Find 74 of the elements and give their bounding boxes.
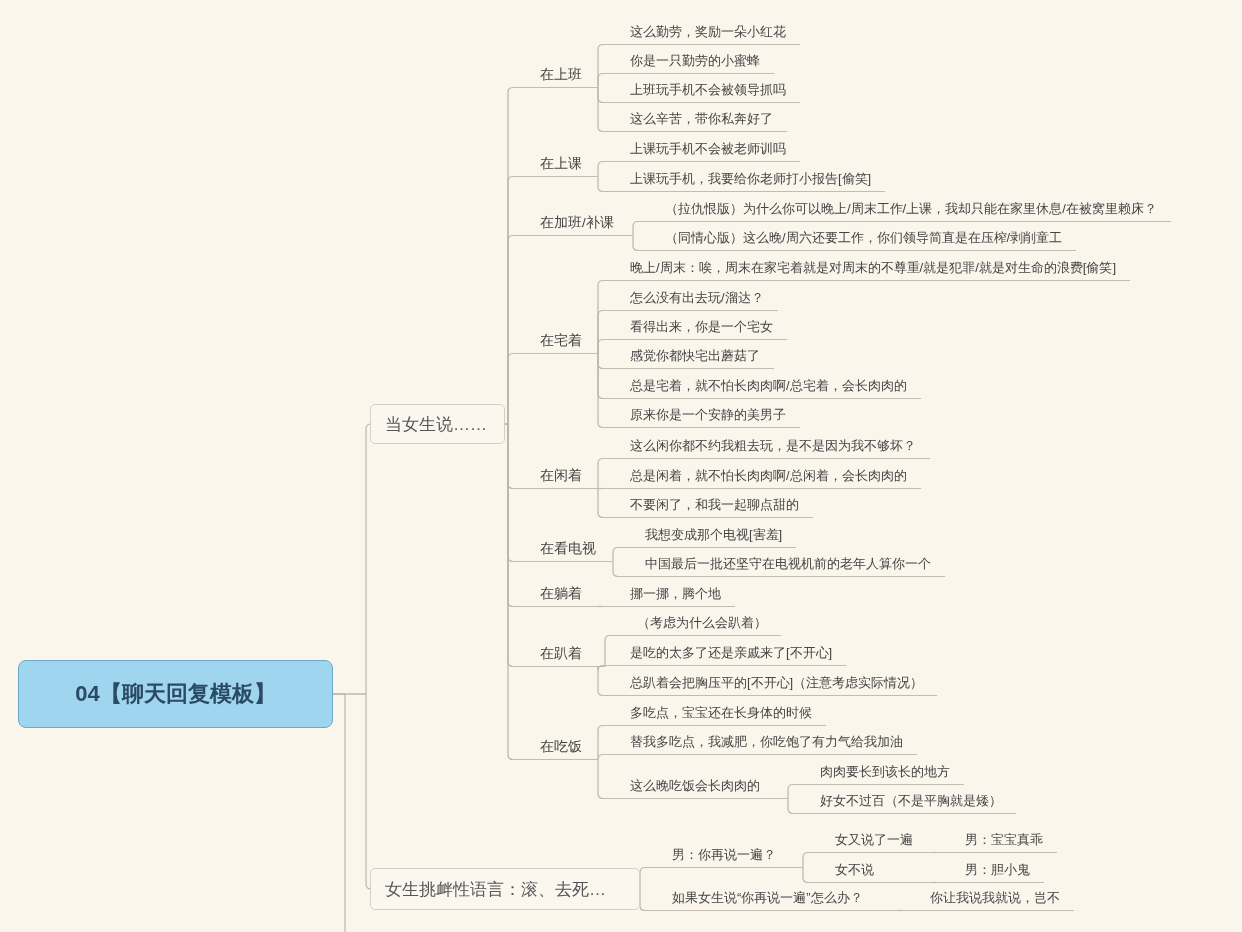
underlined-topic: 如果女生说“你再说一遍”怎么办？: [644, 886, 898, 911]
underlined-topic: 替我多吃点，我减肥，你吃饱了有力气给我加油: [602, 730, 917, 755]
topic-box: 女生挑衅性语言：滚、去死…: [370, 868, 640, 910]
underlined-topic: 原来你是一个安静的美男子: [602, 403, 800, 428]
branch-line: [597, 352, 604, 429]
branch-line: [897, 909, 903, 912]
underlined-topic: 你让我说我就说，岂不: [902, 886, 1074, 911]
branch-line: [612, 560, 619, 578]
branch-line: [597, 175, 604, 193]
branch-line: [802, 851, 809, 869]
branch-line: [597, 753, 604, 761]
underlined-topic: 挪一挪，腾个地: [602, 582, 735, 607]
branch-line: [632, 220, 639, 237]
underlined-topic: 晚上/周末：唉，周末在家宅着就是对周末的不尊重/就是犯罪/就是对生命的浪费[偷笑]: [602, 256, 1131, 281]
branch-line: [597, 758, 604, 800]
underlined-topic: 好女不过百（不是平胸就是矮）: [792, 789, 1016, 814]
underlined-topic: 男：宝宝真乖: [937, 828, 1057, 853]
branch-line: [612, 546, 619, 563]
branch-line: [597, 487, 603, 490]
underlined-topic: 多吃点，宝宝还在长身体的时候: [602, 701, 826, 726]
underlined-topic: 总是宅着，就不怕长肉肉啊/总宅着，会长肉肉的: [602, 374, 921, 399]
underlined-topic: 在宅着: [512, 329, 598, 354]
underlined-topic: 不要闲了，和我一起聊点甜的: [602, 493, 813, 518]
underlined-topic: 在闲着: [512, 464, 598, 489]
branch-line: [597, 457, 604, 490]
underlined-topic: 中国最后一批还坚守在电视机前的老年人算你一个: [617, 552, 945, 577]
branch-line: [597, 665, 604, 697]
branch-line: [787, 783, 794, 800]
underlined-topic: 怎么没有出去玩/溜达？: [602, 286, 778, 311]
underlined-topic: 在吃饭: [512, 735, 598, 760]
underlined-topic: 总趴着会把胸压平的[不开心]（注意考虑实际情况）: [602, 671, 938, 696]
branch-line: [932, 851, 938, 854]
branch-line: [597, 338, 604, 355]
central-topic-box: 04【聊天回复模板】: [18, 660, 333, 728]
underlined-topic: 在趴着: [512, 642, 598, 667]
underlined-topic: 肉肉要长到该长的地方: [792, 760, 964, 785]
underlined-topic: 是吃的太多了还是亲戚来了[不开心]: [602, 641, 847, 666]
branch-line: [632, 234, 639, 252]
underlined-topic: 这么晚吃饭会长肉肉的: [602, 774, 788, 799]
topic-box: 当女生说……: [370, 404, 505, 444]
underlined-topic: （拉仇恨版）为什么你可以晚上/周末工作/上课，我却只能在家里休息/在被窝里赖床？: [637, 197, 1171, 222]
underlined-topic: 这么闲你都不约我粗去玩，是不是因为我不够坏？: [602, 434, 930, 459]
underlined-topic: 你是一只勤劳的小蜜蜂: [602, 49, 774, 74]
underlined-topic: 在加班/补课: [512, 211, 633, 236]
branch-line: [597, 605, 603, 608]
underlined-topic: 我想变成那个电视[害羞]: [617, 523, 797, 548]
underlined-topic: 在上课: [512, 152, 598, 177]
branch-line: [597, 72, 604, 89]
branch-line: [932, 881, 938, 884]
underlined-topic: 女又说了一遍: [807, 828, 933, 853]
underlined-topic: 男：胆小鬼: [937, 858, 1044, 883]
underlined-topic: （同情心版）这么晚/周六还要工作，你们领导简直是在压榨/剥削童工: [637, 226, 1077, 251]
underlined-topic: 看得出来，你是一个宅女: [602, 315, 787, 340]
branch-line: [332, 693, 346, 932]
underlined-topic: 感觉你都快宅出蘑菇了: [602, 344, 774, 369]
branch-line: [597, 160, 604, 178]
branch-line: [787, 797, 794, 815]
underlined-topic: （考虑为什么会趴着）: [609, 611, 781, 636]
underlined-topic: 总是闲着，就不怕长肉肉啊/总闲着，会长肉肉的: [602, 464, 921, 489]
branch-line: [597, 634, 611, 668]
branch-line: [597, 724, 604, 761]
branch-line: [597, 487, 604, 519]
underlined-topic: 这么勤劳，奖励一朵小红花: [602, 20, 800, 45]
branch-line: [597, 86, 604, 133]
underlined-topic: 上班玩手机不会被领导抓吗: [602, 78, 800, 103]
underlined-topic: 上课玩手机，我要给你老师打小报告[偷笑]: [602, 167, 886, 192]
underlined-topic: 男：你再说一遍？: [644, 843, 803, 868]
underlined-topic: 在躺着: [512, 582, 598, 607]
underlined-topic: 上课玩手机不会被老师训吗: [602, 137, 800, 162]
branch-line: [802, 866, 809, 884]
underlined-topic: 在看电视: [512, 537, 613, 562]
underlined-topic: 这么辛苦，带你私奔好了: [602, 107, 787, 132]
underlined-topic: 在上班: [512, 63, 598, 88]
underlined-topic: 女不说: [807, 858, 933, 883]
